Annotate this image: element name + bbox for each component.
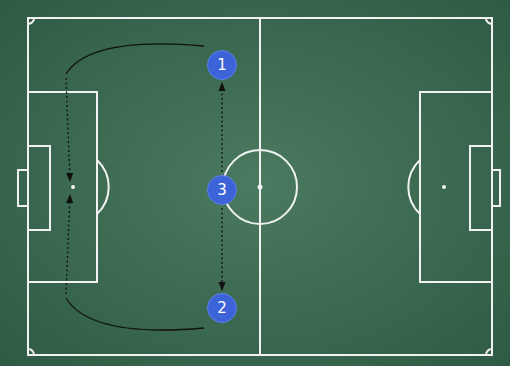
run-path [66, 44, 204, 74]
corner-arc [486, 349, 492, 355]
penalty-area [420, 92, 492, 282]
corner-arc [486, 18, 492, 24]
run-arrow [66, 78, 70, 181]
penalty-arc [97, 160, 109, 214]
pass-arrow [221, 208, 222, 290]
goal-area [470, 146, 492, 230]
pitch-lines [18, 18, 500, 355]
player-disc [208, 51, 237, 80]
run-arrow [66, 195, 70, 294]
centre-spot [258, 185, 263, 190]
player-circle: 2 [207, 293, 237, 323]
player-circle: 3 [207, 175, 237, 205]
pass-arrow [221, 83, 222, 172]
runs [66, 44, 204, 330]
player-number: 2 [217, 301, 227, 316]
player-number: 1 [217, 58, 227, 73]
goal [492, 170, 500, 206]
penalty-area [28, 92, 97, 282]
run-path [66, 298, 204, 330]
penalty-spot [71, 185, 75, 189]
player-disc [208, 176, 237, 205]
penalty-spot [442, 185, 446, 189]
corner-arc [28, 18, 34, 24]
player-number: 3 [217, 183, 227, 198]
penalty-arc [408, 160, 420, 214]
player-disc [208, 294, 237, 323]
corner-arc [28, 349, 34, 355]
touchline [28, 18, 492, 355]
goal [18, 170, 28, 206]
player-circle: 1 [207, 50, 237, 80]
goal-area [28, 146, 50, 230]
